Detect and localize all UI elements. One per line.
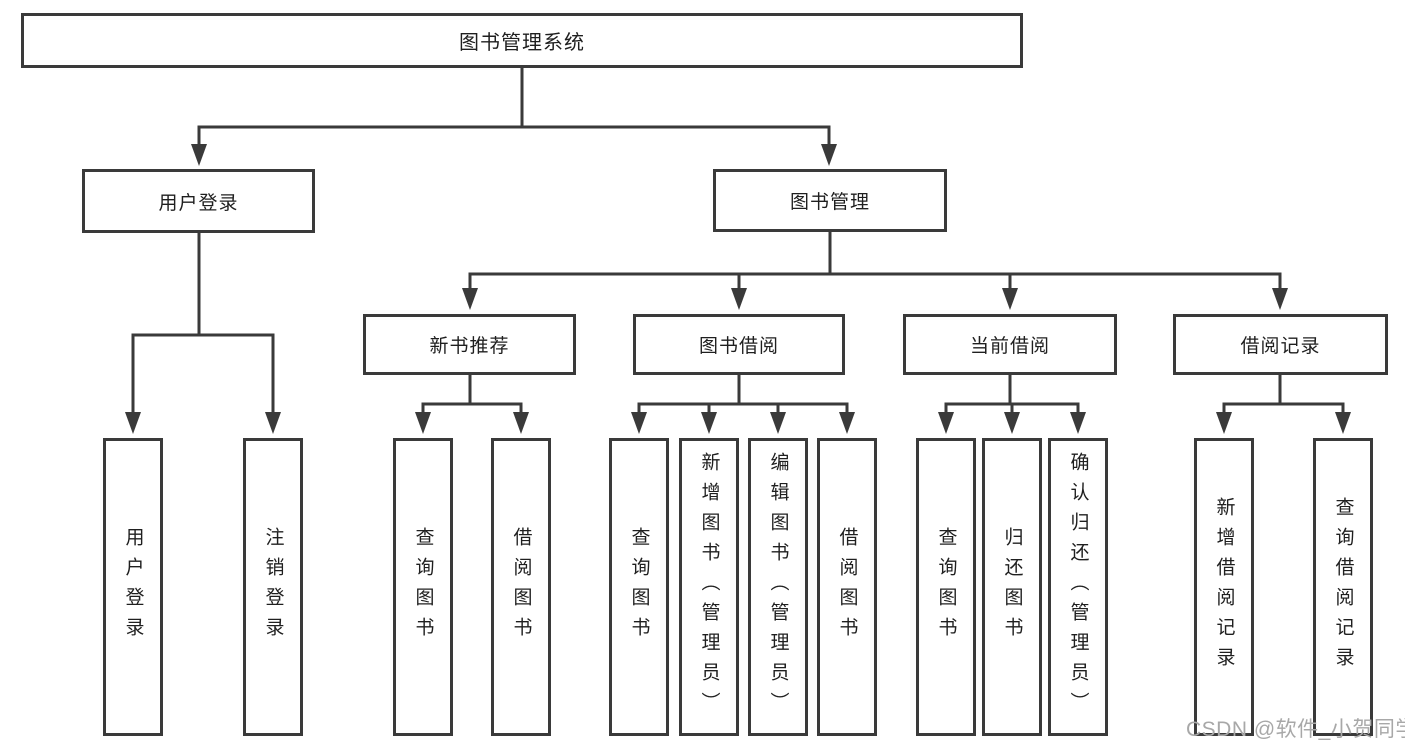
node-current-borrow: 当前借阅 [903, 314, 1117, 375]
connector-recommend-to-leaves [421, 373, 523, 418]
leaf-label: 查询借阅记录 [1332, 497, 1354, 677]
node-book-borrow: 图书借阅 [633, 314, 845, 375]
leaf-label: 查询图书 [412, 527, 434, 647]
leaf-query-books-recommend: 查询图书 [393, 438, 453, 736]
arrowhead [462, 288, 478, 310]
node-root: 图书管理系统 [21, 13, 1023, 68]
connector-borrow-to-leaves [637, 373, 849, 418]
arrowhead [770, 412, 786, 434]
connector-records-to-leaves [1222, 373, 1345, 418]
leaf-label: 借阅图书 [510, 527, 532, 647]
node-new-book-recommend-label: 新书推荐 [429, 336, 510, 357]
leaf-label: 查询图书 [628, 527, 650, 647]
leaf-logout: 注销登录 [243, 438, 303, 736]
csdn-watermark: CSDN @软件_小贺同学 [1186, 718, 1405, 741]
leaf-label: 查询图书 [935, 527, 957, 647]
leaf-query-books-borrow: 查询图书 [609, 438, 669, 736]
arrowhead [415, 412, 431, 434]
connector-book-mgmt-to-level3 [468, 230, 1282, 294]
leaf-return-book: 归还图书 [982, 438, 1042, 736]
arrowhead [631, 412, 647, 434]
leaf-label: 确认归还（管理员） [1067, 452, 1089, 722]
arrowhead [191, 144, 207, 166]
leaf-query-books-current: 查询图书 [916, 438, 976, 736]
leaf-add-book-admin: 新增图书（管理员） [679, 438, 739, 736]
leaf-label: 用户登录 [122, 527, 144, 647]
node-borrow-records-label: 借阅记录 [1240, 336, 1321, 357]
arrowhead [701, 412, 717, 434]
arrowhead [731, 288, 747, 310]
node-new-book-recommend: 新书推荐 [363, 314, 576, 375]
arrowhead [821, 144, 837, 166]
leaf-edit-book-admin: 编辑图书（管理员） [748, 438, 808, 736]
arrowhead [125, 412, 141, 434]
arrowhead [1335, 412, 1351, 434]
leaf-confirm-return-admin: 确认归还（管理员） [1048, 438, 1108, 736]
arrowhead [938, 412, 954, 434]
connector-current-to-leaves [944, 373, 1080, 418]
arrowhead [1216, 412, 1232, 434]
leaf-query-borrow-record: 查询借阅记录 [1313, 438, 1373, 736]
node-book-management-label: 图书管理 [789, 192, 870, 213]
leaf-borrow-books-recommend: 借阅图书 [491, 438, 551, 736]
leaf-label: 归还图书 [1001, 527, 1023, 647]
node-user-login: 用户登录 [82, 169, 315, 233]
connector-user-login-to-leaves [131, 230, 275, 418]
connector-root-to-level2 [197, 66, 831, 150]
arrowheads [125, 144, 1351, 434]
arrowhead [513, 412, 529, 434]
leaf-label: 注销登录 [262, 527, 284, 647]
node-borrow-records: 借阅记录 [1173, 314, 1388, 375]
leaf-label: 新增图书（管理员） [698, 452, 720, 722]
arrowhead [839, 412, 855, 434]
leaf-borrow-books: 借阅图书 [817, 438, 877, 736]
arrowhead [1272, 288, 1288, 310]
node-book-management: 图书管理 [713, 169, 947, 232]
arrowhead [1070, 412, 1086, 434]
node-root-label: 图书管理系统 [459, 32, 585, 54]
node-user-login-label: 用户登录 [158, 192, 239, 214]
leaf-label: 新增借阅记录 [1213, 497, 1235, 677]
leaf-add-borrow-record: 新增借阅记录 [1194, 438, 1254, 736]
arrowhead [265, 412, 281, 434]
leaf-user-login: 用户登录 [103, 438, 163, 736]
node-current-borrow-label: 当前借阅 [969, 336, 1050, 357]
arrowhead [1002, 288, 1018, 310]
leaf-label: 编辑图书（管理员） [767, 452, 789, 722]
arrowhead [1004, 412, 1020, 434]
leaf-label: 借阅图书 [836, 527, 858, 647]
node-book-borrow-label: 图书借阅 [698, 336, 779, 357]
